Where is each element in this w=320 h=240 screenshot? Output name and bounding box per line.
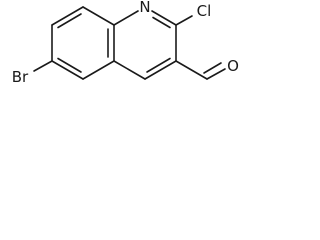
- bond-c2-cl: [175, 15, 193, 26]
- bond-c5-c4a: [82, 60, 115, 80]
- double-bond-inner-c8-c7: [57, 13, 82, 29]
- bond-c6-c5: [51, 60, 84, 80]
- double-bond-inner-c6-c5: [57, 57, 82, 73]
- bond-c3-c4: [144, 60, 177, 80]
- bond-c6-br: [33, 60, 53, 72]
- atom-label-chlorine: Cl: [197, 2, 212, 20]
- bond-n1-c2: [151, 10, 177, 26]
- bond-c8a-n1: [113, 10, 139, 26]
- atom-label-nitrogen: N: [139, 0, 150, 16]
- bond-c8-c7: [51, 6, 84, 26]
- quinoline-structure-diagram: N Cl Br O: [12, 0, 239, 86]
- bond-cho-o: [206, 68, 226, 80]
- bond-cho-o-double: [203, 62, 222, 74]
- atom-label-bromine: Br: [12, 68, 29, 86]
- bond-c4-c4a: [113, 60, 146, 80]
- pyridine-ring: [113, 10, 177, 80]
- substituents: [33, 15, 226, 80]
- double-bond-inner-n1-c2: [152, 16, 171, 29]
- double-bond-inner-c3-c4: [146, 57, 171, 73]
- benzo-ring: [51, 6, 115, 80]
- atom-label-oxygen: O: [227, 57, 239, 75]
- bond-c3-cho: [175, 60, 208, 80]
- bond-c8a-c8: [82, 6, 115, 26]
